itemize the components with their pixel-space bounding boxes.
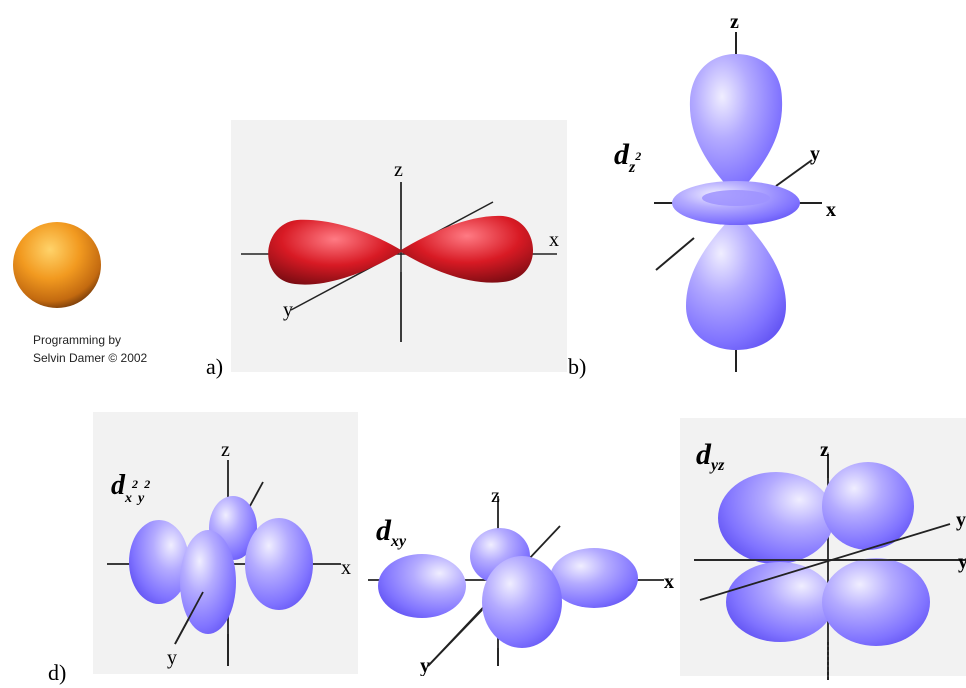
- p-orbital-panel: z x y: [231, 120, 567, 372]
- axis-label-y: y: [283, 299, 293, 321]
- orbital-label-sup1: 2: [131, 477, 138, 491]
- orbital-label-sub2: y: [136, 491, 145, 506]
- axis-label-x: x: [826, 199, 836, 221]
- axis-label-y: y: [420, 655, 430, 676]
- orbital-label-sub: xy: [390, 533, 407, 550]
- dx2y2-orbital-panel: z x y dx2y2: [93, 412, 358, 674]
- dx2y2-lobe-left: [129, 520, 189, 604]
- x-axis-line: [699, 523, 951, 601]
- dz2-orbital-panel: z y x dz2: [614, 11, 836, 372]
- axis-label-y: y: [167, 647, 177, 669]
- panel-background: [680, 418, 966, 676]
- orbital-label-main: d: [614, 138, 630, 171]
- orbital-label-main: d: [376, 514, 392, 547]
- orbital-label-main: d: [696, 438, 712, 471]
- orbital-label-dz2: dz2: [614, 138, 641, 176]
- axis-label-y-lower: y: [958, 551, 966, 573]
- p-lobe-right: [401, 215, 534, 283]
- part-label-a: a): [206, 354, 224, 379]
- dz2-lobe-top: [689, 54, 783, 196]
- credit-line-2: Selvin Damer © 2002: [33, 351, 148, 365]
- axis-label-z: z: [394, 159, 403, 181]
- axis-label-z: z: [730, 11, 739, 33]
- orbital-label-dxy: dxy: [376, 514, 407, 550]
- dz2-lobe-bottom: [686, 212, 786, 350]
- axis-label-x: x: [341, 557, 351, 579]
- y-axis-line: [655, 237, 695, 271]
- part-label-b: b): [568, 354, 587, 379]
- dyz-orbital-panel: z y y dyz: [680, 418, 966, 680]
- dyz-lobe-upper-left: [718, 472, 834, 564]
- axis-label-x: x: [549, 229, 559, 251]
- p-lobe-left: [268, 219, 401, 285]
- s-orbital-sphere: [13, 222, 101, 308]
- axis-label-y: y: [810, 143, 820, 165]
- dxy-lobe-right: [550, 548, 638, 608]
- credit-line-1: Programming by: [33, 333, 122, 347]
- dyz-lobe-lower-right: [822, 558, 930, 646]
- orbital-label-sub1: x: [124, 491, 132, 506]
- orbital-label-sub: yz: [709, 457, 725, 474]
- dyz-lobe-lower-left: [726, 562, 834, 642]
- orbital-label-dx2y2: dx2y2: [111, 470, 150, 506]
- orbital-label-sup: 2: [634, 149, 641, 163]
- credit-text: Programming by Selvin Damer © 2002: [33, 331, 147, 367]
- orbital-label-dyz: dyz: [696, 438, 725, 474]
- dxy-lobe-left: [378, 554, 466, 618]
- orbital-label-main: d: [111, 470, 126, 501]
- dx2y2-lobe-right: [245, 518, 313, 610]
- part-label-d: d): [48, 660, 67, 685]
- axis-label-z: z: [820, 439, 829, 461]
- dxy-lobe-front: [482, 556, 562, 648]
- dyz-lobe-upper-right: [822, 462, 914, 550]
- axis-label-x: x: [664, 571, 674, 593]
- axis-label-z: z: [491, 485, 500, 507]
- axis-label-y-upper: y: [956, 509, 966, 531]
- orbital-label-sup2: 2: [143, 477, 150, 491]
- axis-label-z: z: [221, 439, 230, 461]
- dxy-orbital-panel: z x y dxy: [368, 485, 674, 676]
- orbital-label-sub: z: [628, 159, 636, 176]
